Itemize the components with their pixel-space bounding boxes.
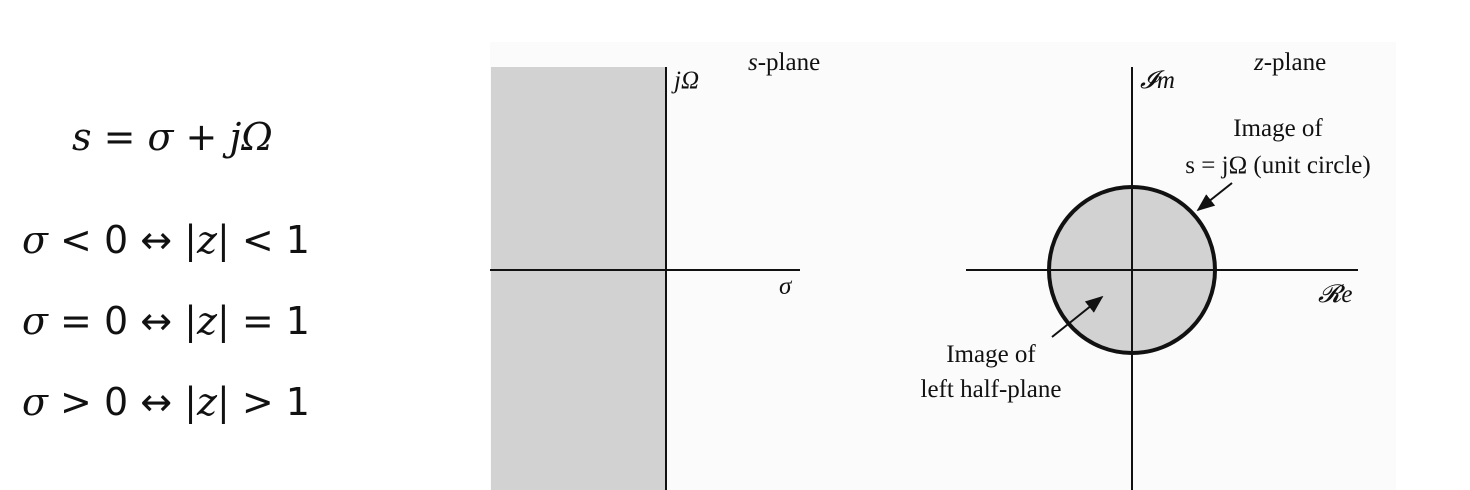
relation-z-magnitude: |z| (184, 218, 230, 262)
interior-annotation-line2: left half-plane (921, 376, 1062, 403)
unit-circle-annotation-line2: s = jΩ (unit circle) (1185, 152, 1370, 179)
relation-negative-sigma: σ < 0 ↔ |z| < 1 (22, 221, 310, 259)
j-omega-term: jΩ (229, 115, 273, 159)
relation-z-magnitude: |z| (184, 380, 230, 424)
s-plane-diagram: jΩ s-plane σ (490, 49, 820, 490)
s-plane-title: s-plane (748, 49, 820, 76)
plus-sign: + (173, 115, 230, 159)
s-definition: s = σ + jΩ (72, 118, 273, 156)
s-symbol: s (72, 115, 92, 159)
relation-zero-sigma: σ = 0 ↔ |z| = 1 (22, 302, 310, 340)
z-plane-title-var: z (1253, 49, 1264, 76)
relation-operator: > 0 ↔ (47, 380, 185, 424)
sigma-symbol: σ (147, 115, 174, 159)
z-plane-diagram: 𝓘m z-plane 𝓡e Image of s = jΩ (unit circ… (921, 49, 1371, 490)
left-half-plane-shading (491, 67, 666, 490)
unit-circle-annotation-arrow (1196, 182, 1233, 212)
relation-comparison: < 1 (229, 218, 310, 262)
relation-comparison: = 1 (229, 299, 310, 343)
unit-circle-annotation-line1: Image of (1233, 115, 1323, 142)
interior-annotation-line1: Image of (946, 341, 1036, 368)
relation-comparison: > 1 (229, 380, 310, 424)
z-plane-title-rest: -plane (1264, 49, 1326, 76)
relation-positive-sigma: σ > 0 ↔ |z| > 1 (22, 383, 310, 421)
relation-sigma: σ (22, 299, 48, 343)
sigma-axis-label: σ (779, 273, 793, 300)
s-plane-title-var: s (748, 49, 758, 76)
unit-circle (1047, 185, 1217, 355)
mapping-equations: s = σ + jΩ σ < 0 ↔ |z| < 1 σ = 0 ↔ |z| =… (0, 0, 380, 490)
relation-operator: = 0 ↔ (47, 299, 185, 343)
equals-sign: = (91, 115, 148, 159)
j-omega-axis-label: jΩ (671, 67, 699, 94)
interior-annotation-arrow (1051, 295, 1104, 338)
relation-sigma: σ (22, 218, 48, 262)
relation-sigma: σ (22, 380, 48, 424)
z-plane-title: z-plane (1253, 49, 1326, 76)
real-axis-label: 𝓡e (1318, 281, 1352, 308)
relation-z-magnitude: |z| (184, 299, 230, 343)
relation-operator: < 0 ↔ (47, 218, 185, 262)
s-plane-title-rest: -plane (758, 49, 820, 76)
imaginary-axis-label: 𝓘m (1140, 67, 1175, 94)
